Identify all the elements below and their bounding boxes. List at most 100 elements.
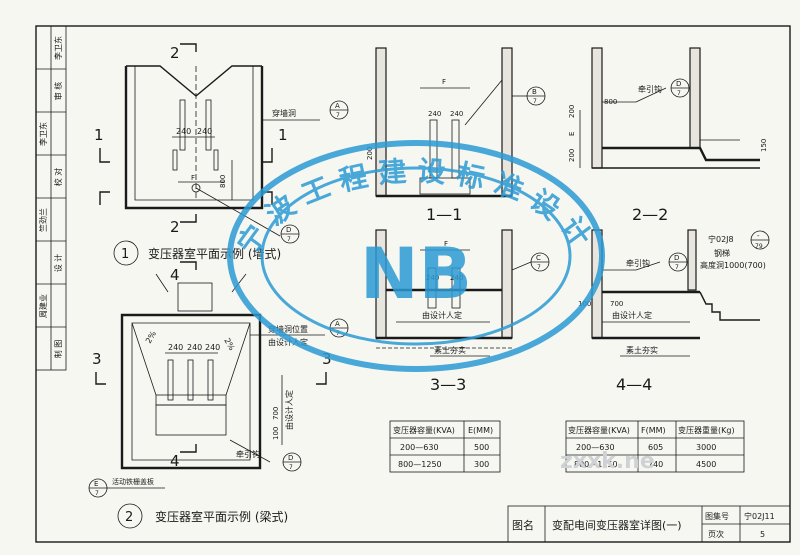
svg-text:A: A (335, 102, 340, 110)
table-cell: 500 (474, 443, 489, 452)
plan-1-caption: 变压器室平面示例 (墙式) (148, 246, 281, 261)
table-cell: 800—1250 (398, 460, 442, 469)
sidebar-cell: 校 对 (53, 168, 63, 187)
table-cell: 800—1250 (574, 460, 618, 469)
dim-label: 200 (568, 105, 576, 118)
annotation: 素土夯实 (434, 345, 466, 355)
dim-label: 150 (760, 139, 768, 152)
wall-hole-label: 穿墙洞 (272, 108, 296, 118)
section-3-3: F 240 240 由设计人定 素土夯实 C 7 3—3 (375, 229, 550, 394)
table-header: 变压器重量(Kg) (678, 425, 735, 435)
svg-text:-: - (757, 232, 760, 240)
atlas-label: 图集号 (705, 511, 729, 521)
section-title: 4—4 (616, 375, 652, 394)
dim-label: 240 (450, 274, 463, 282)
dim-label: F (442, 78, 446, 86)
sidebar-cell: 设 计 (53, 254, 63, 273)
sidebar-cell: 李卫东 (38, 122, 48, 146)
hole-height-label: 高度洞1000(700) (700, 260, 766, 270)
table-cell: 200—630 (400, 443, 439, 452)
dim-label: 240 (426, 274, 439, 282)
svg-text:7: 7 (533, 98, 537, 105)
annotation: 由设计人定 (268, 337, 308, 347)
svg-text:79: 79 (755, 243, 763, 250)
svg-text:D: D (286, 226, 291, 234)
annotation: 由设计人定 (612, 310, 652, 320)
section-title: 2—2 (632, 205, 668, 224)
dim-label: 240 (197, 127, 212, 136)
svg-text:7: 7 (289, 464, 293, 471)
svg-text:7: 7 (336, 112, 340, 119)
sidebar-cell: 周建业 (38, 294, 48, 318)
signature-sidebar: 李卫东 审 核 李卫东 校 对 竺劲兰 设 计 周建业 制 图 (35, 25, 67, 371)
section-mark: 2 (170, 44, 180, 62)
svg-text:D: D (674, 254, 679, 262)
svg-text:7: 7 (677, 90, 681, 97)
dim-label: 240 (187, 343, 202, 352)
ref-std: 宁02J8 (708, 234, 734, 244)
section-2-2: 牵引钩 D 7 800 E 200 200 150 2—2 (568, 47, 768, 224)
section-mark: 1 (94, 126, 104, 144)
svg-text:A: A (335, 320, 340, 328)
section-mark: 1 (278, 126, 288, 144)
table-f: 变压器容量(KVA) F(MM) 变压器重量(Kg) 200—630 605 3… (565, 420, 745, 473)
table-cell: 740 (648, 460, 663, 469)
dim-label: 700 (272, 407, 280, 420)
table-header: 变压器容量(KVA) (568, 425, 630, 435)
table-e: 变压器容量(KVA) E(MM) 200—630 500 800—1250 30… (389, 420, 501, 473)
plan-2-caption: 变压器室平面示例 (梁式) (155, 509, 288, 524)
sidebar-cell: 李卫东 (53, 36, 63, 60)
grate-label: 活动铁栅盖板 (112, 477, 154, 486)
section-1-1: F 240 240 200 B 7 1—1 (366, 47, 546, 224)
section-title: 1—1 (426, 205, 462, 224)
sidebar-cell: 竺劲兰 (38, 208, 48, 232)
svg-text:C: C (536, 254, 541, 262)
dim-label: 240 (205, 343, 220, 352)
site-watermark: zxxk.ne (560, 449, 655, 474)
watermark-letters: NB (360, 233, 472, 315)
dim-label: 240 (168, 343, 183, 352)
slope-label: 2% (144, 329, 158, 345)
dim-label: F (191, 174, 195, 182)
dim-label: 100 (272, 427, 280, 440)
sidebar-cell: 制 图 (53, 340, 63, 359)
page-label: 页次 (708, 529, 724, 539)
dim-label: 800 (604, 98, 617, 106)
dim-label: 240 (450, 110, 463, 118)
table-cell: 200—630 (576, 443, 615, 452)
svg-text:7: 7 (537, 264, 541, 271)
svg-text:7: 7 (675, 264, 679, 271)
caption-number: 2 (125, 510, 133, 525)
annotation: 素土夯实 (626, 345, 658, 355)
svg-text:D: D (676, 80, 681, 88)
svg-text:7: 7 (95, 490, 99, 497)
table-header: E(MM) (468, 426, 493, 435)
table-cell: 4500 (696, 460, 716, 469)
slope-label: 2% (222, 337, 236, 353)
hook-label: 牵引钩 (638, 84, 662, 94)
section-4-4: 由设计人定 素土夯实 牵引钩 D 7 100 700 宁02J8 - 79 钢梯… (578, 229, 770, 394)
svg-text:7: 7 (287, 236, 291, 243)
dim-label: E (568, 132, 576, 136)
table-cell: 300 (474, 460, 489, 469)
dim-label: F (444, 240, 448, 248)
section-mark: 2 (170, 218, 180, 236)
dim-label: 240 (428, 110, 441, 118)
table-cell: 605 (648, 443, 663, 452)
dim-label: 700 (610, 300, 623, 308)
annotation: 穿墙洞位置 (268, 324, 308, 334)
table-cell: 3000 (696, 443, 716, 452)
drawing-name: 变配电间变压器室详图(一) (552, 518, 682, 532)
name-label: 图名 (512, 518, 534, 532)
dim-label: 200 (568, 149, 576, 162)
plan-2-beam-type: 240 240 240 2% 2% 3 3 4 4 穿墙洞位置 A 7 由设计人… (88, 261, 349, 529)
watermark-seal: 宁波工程建设标准设计 NB (227, 140, 605, 372)
svg-text:D: D (288, 454, 293, 462)
section-mark: 4 (170, 452, 180, 470)
section-mark: 4 (170, 266, 180, 284)
table-header: 变压器容量(KVA) (393, 425, 455, 435)
svg-text:E: E (94, 480, 98, 488)
sidebar-cell: 审 核 (53, 82, 63, 101)
annotation: 由设计人定 (422, 310, 462, 320)
